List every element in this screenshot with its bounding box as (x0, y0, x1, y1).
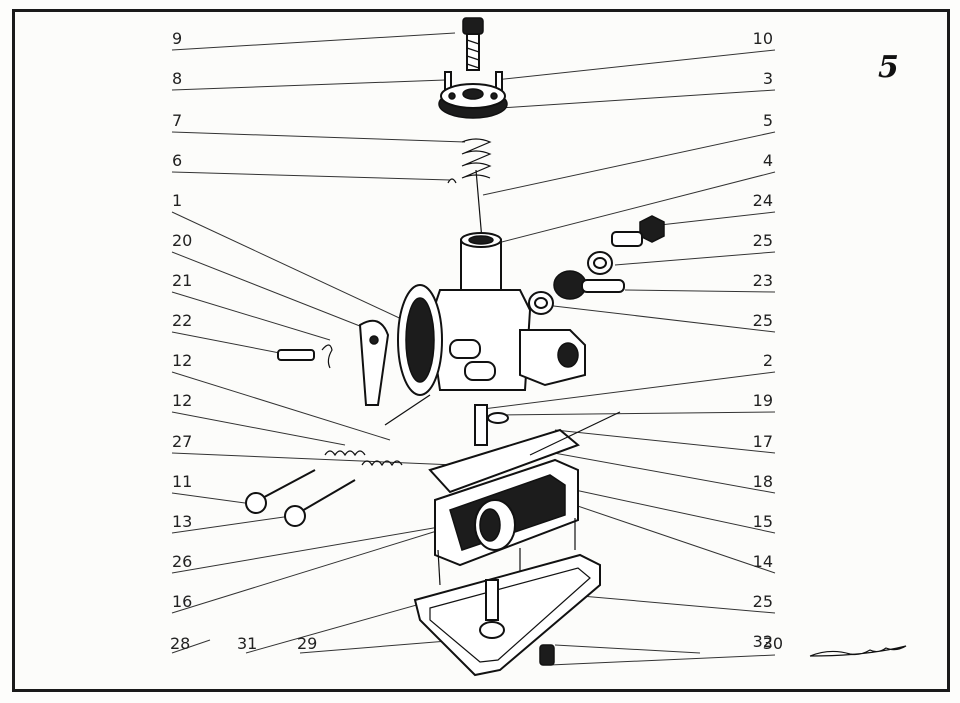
callout-label: 1 (172, 191, 183, 210)
callout-label: 20 (172, 231, 193, 250)
callout-label: 16 (172, 592, 193, 611)
callout-label: 25 (752, 592, 773, 611)
part-15-float-bowl (434, 458, 579, 586)
part-3-cover (438, 71, 508, 119)
callout-label: 25 (752, 311, 773, 330)
callout-label: 9 (172, 29, 183, 48)
callout-label: 26 (172, 552, 193, 571)
callout-label: 4 (762, 151, 773, 170)
callout-label: 12 (172, 391, 193, 410)
callout-label: 15 (752, 512, 773, 531)
callout-label: 2 (762, 351, 773, 370)
callout-label: 12 (172, 351, 193, 370)
callout-label: 17 (752, 432, 773, 451)
callout-label: 8 (172, 69, 183, 88)
part-7-spring (461, 138, 492, 179)
part-20-lever (277, 319, 390, 406)
callout-label: 32 (752, 632, 773, 651)
callout-label: 14 (752, 552, 773, 571)
callout-label: 29 (297, 634, 318, 653)
callout-label: 6 (172, 151, 183, 170)
callout-label: 28 (170, 634, 191, 653)
part-1-carburetor-body (384, 232, 586, 426)
callout-label: 31 (237, 634, 258, 653)
callout-label: 3 (762, 69, 773, 88)
part-28-bottom-cover (413, 553, 601, 677)
callout-label: 18 (752, 472, 773, 491)
plate-number: 5 (878, 50, 899, 85)
callout-label: 13 (172, 512, 193, 531)
part-9-screw (462, 17, 484, 71)
part-11-13-adjust-screws (245, 450, 403, 527)
signature-mark (809, 645, 907, 657)
callout-label: 10 (752, 29, 773, 48)
callout-label: 23 (752, 271, 773, 290)
part-5-needle (447, 169, 483, 241)
callout-label: 25 (752, 231, 773, 250)
callout-label: 7 (172, 111, 183, 130)
callout-label: 27 (172, 432, 193, 451)
callout-label: 22 (172, 311, 193, 330)
callout-label: 24 (752, 191, 773, 210)
callout-label: 30 (762, 634, 783, 653)
leader-lines (171, 32, 776, 666)
part-23-banjo-fitting (528, 215, 665, 315)
callout-label: 11 (172, 472, 193, 491)
callout-label: 21 (172, 271, 193, 290)
callout-label: 19 (752, 391, 773, 410)
callout-label: 5 (762, 111, 773, 130)
part-17-gasket (428, 404, 621, 494)
